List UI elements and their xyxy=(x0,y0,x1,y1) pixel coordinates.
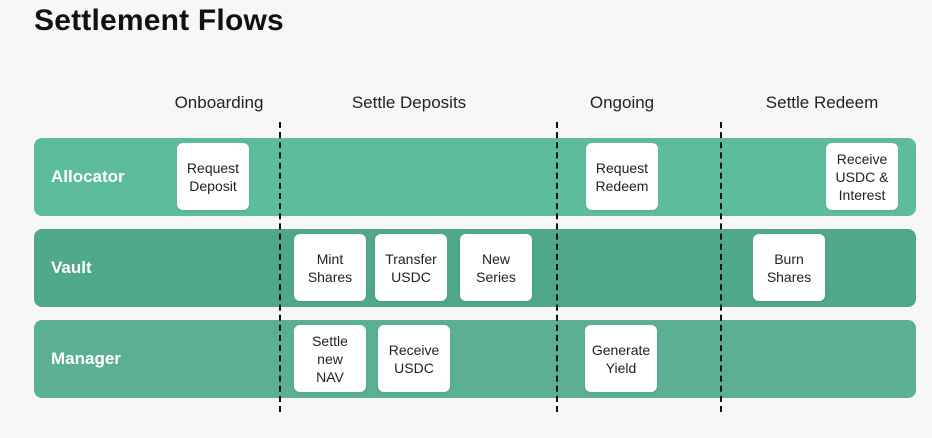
box-mint-shares: Mint Shares xyxy=(294,234,366,301)
lane-allocator: Allocator xyxy=(34,138,916,216)
box-request-deposit: Request Deposit xyxy=(177,143,249,210)
page-title: Settlement Flows xyxy=(34,4,284,37)
lane-manager: Manager xyxy=(34,320,916,398)
box-settle-new-nav: Settle new NAV xyxy=(294,325,366,392)
divider-ongoing-redeem xyxy=(720,122,722,412)
divider-onboarding-settle xyxy=(279,122,281,412)
phase-ongoing: Ongoing xyxy=(589,93,655,112)
divider-settle-ongoing xyxy=(556,122,558,412)
phase-settle-deposits: Settle Deposits xyxy=(351,93,467,112)
phase-settle-redeem: Settle Redeem xyxy=(765,93,879,112)
lane-label-manager: Manager xyxy=(51,349,121,368)
box-transfer-usdc: Transfer USDC xyxy=(375,234,447,301)
lane-label-allocator: Allocator xyxy=(51,167,125,186)
phase-onboarding: Onboarding xyxy=(174,93,264,112)
lane-label-vault: Vault xyxy=(51,258,92,277)
box-generate-yield: Generate Yield xyxy=(585,325,657,392)
box-new-series: New Series xyxy=(460,234,532,301)
box-receive-usdc-interest: Receive USDC & Interest xyxy=(826,143,898,210)
box-receive-usdc: Receive USDC xyxy=(378,325,450,392)
box-burn-shares: Burn Shares xyxy=(753,234,825,301)
box-request-redeem: Request Redeem xyxy=(586,143,658,210)
